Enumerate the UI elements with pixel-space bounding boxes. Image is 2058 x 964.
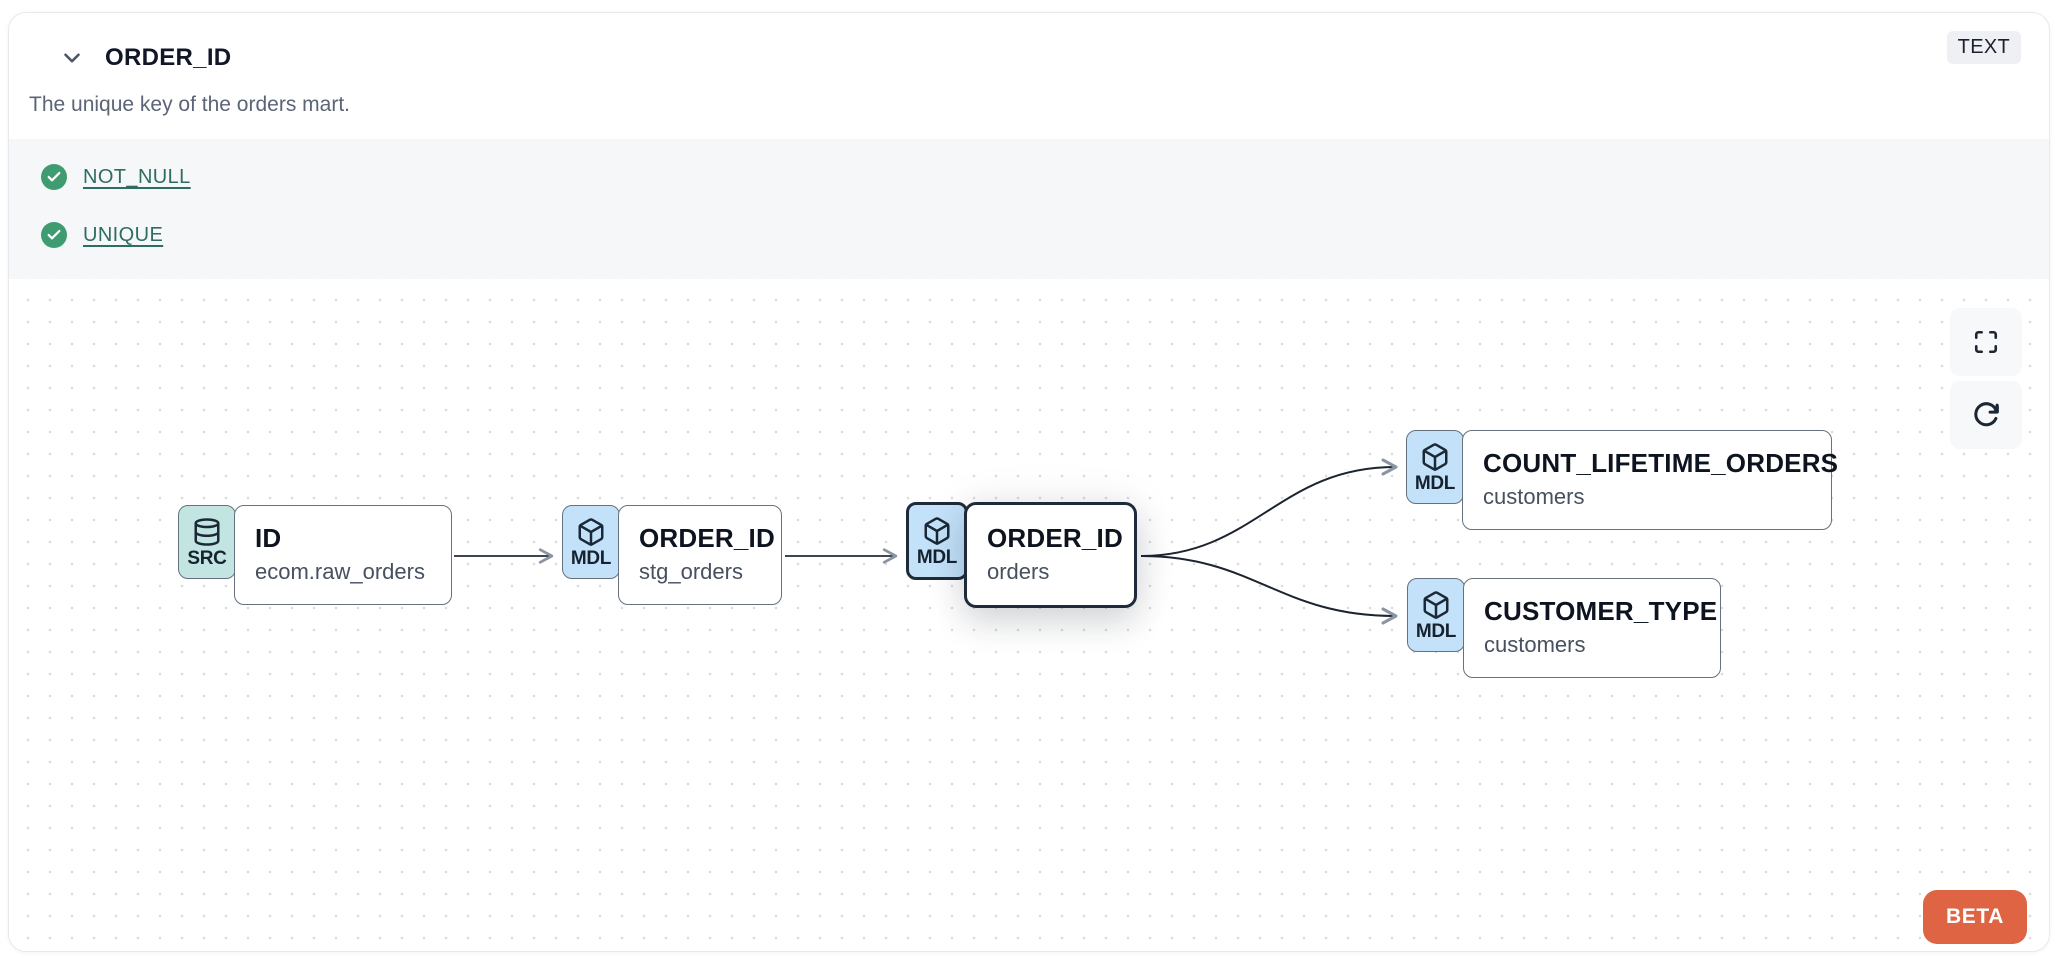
cube-icon bbox=[1423, 591, 1449, 619]
refresh-button[interactable] bbox=[1950, 381, 2022, 449]
node-card: COUNT_LIFETIME_ORDERS customers bbox=[1462, 430, 1839, 530]
cube-icon bbox=[578, 518, 604, 546]
node-title: COUNT_LIFETIME_ORDERS bbox=[1483, 448, 1839, 478]
node-type-badge-mdl: MDL bbox=[1407, 578, 1465, 652]
check-circle-icon bbox=[41, 222, 67, 248]
node-badge-label: MDL bbox=[916, 547, 958, 568]
fullscreen-button[interactable] bbox=[1950, 308, 2022, 376]
node-card: CUSTOMER_TYPE customers bbox=[1463, 578, 1721, 678]
collapse-button[interactable] bbox=[57, 43, 87, 73]
node-card: ID ecom.raw_orders bbox=[234, 505, 452, 605]
fullscreen-icon bbox=[1974, 330, 1998, 354]
beta-badge: BETA bbox=[1922, 890, 2027, 944]
node-subtitle: ecom.raw_orders bbox=[255, 559, 425, 584]
node-subtitle: customers bbox=[1483, 484, 1585, 509]
node-title: ORDER_ID bbox=[987, 523, 1123, 553]
column-title: ORDER_ID bbox=[105, 44, 232, 71]
cube-icon bbox=[924, 517, 950, 545]
test-row-unique: UNIQUE bbox=[9, 219, 2049, 251]
node-subtitle: customers bbox=[1484, 632, 1586, 657]
node-title: ORDER_ID bbox=[639, 523, 775, 553]
node-subtitle: orders bbox=[987, 559, 1050, 584]
node-badge-label: SRC bbox=[187, 548, 227, 569]
canvas-controls bbox=[1950, 308, 2022, 449]
lineage-node-count-lifetime-orders[interactable]: MDL COUNT_LIFETIME_ORDERS customers bbox=[1406, 430, 1839, 530]
lineage-node-orders-selected[interactable]: MDL ORDER_ID orders bbox=[906, 502, 1137, 608]
node-card: ORDER_ID stg_orders bbox=[618, 505, 782, 605]
column-description: The unique key of the orders mart. bbox=[29, 93, 350, 116]
test-link-unique[interactable]: UNIQUE bbox=[83, 223, 164, 246]
lineage-node-src-id[interactable]: SRC ID ecom.raw_orders bbox=[178, 505, 452, 605]
node-badge-label: MDL bbox=[570, 548, 612, 569]
panel-header: ORDER_ID TEXT bbox=[9, 13, 2049, 73]
lineage-canvas[interactable]: SRC ID ecom.raw_orders MDL ORDER_ID stg_… bbox=[9, 279, 2049, 951]
node-type-badge-mdl: MDL bbox=[1406, 430, 1464, 504]
node-subtitle: stg_orders bbox=[639, 559, 743, 584]
node-title: CUSTOMER_TYPE bbox=[1484, 596, 1718, 626]
cube-icon bbox=[1422, 443, 1448, 471]
node-type-badge-src: SRC bbox=[178, 505, 236, 579]
node-card: ORDER_ID orders bbox=[964, 502, 1137, 608]
column-details-panel: ORDER_ID TEXT The unique key of the orde… bbox=[8, 12, 2050, 952]
node-badge-label: MDL bbox=[1414, 473, 1456, 494]
database-icon bbox=[194, 518, 220, 546]
node-title: ID bbox=[255, 523, 282, 553]
node-type-badge-mdl: MDL bbox=[562, 505, 620, 579]
test-row-not-null: NOT_NULL bbox=[9, 161, 2049, 193]
chevron-down-icon bbox=[64, 53, 80, 63]
lineage-edges bbox=[454, 458, 1398, 625]
test-link-not-null[interactable]: NOT_NULL bbox=[83, 165, 191, 188]
lineage-node-stg-orders[interactable]: MDL ORDER_ID stg_orders bbox=[562, 505, 782, 605]
node-type-badge-mdl: MDL bbox=[906, 502, 968, 580]
tests-section: NOT_NULL UNIQUE bbox=[9, 139, 2049, 279]
lineage-node-customer-type[interactable]: MDL CUSTOMER_TYPE customers bbox=[1407, 578, 1721, 678]
refresh-icon bbox=[1974, 402, 1999, 427]
check-circle-icon bbox=[41, 164, 67, 190]
node-badge-label: MDL bbox=[1415, 621, 1457, 642]
column-type-badge: TEXT bbox=[1946, 31, 2021, 64]
